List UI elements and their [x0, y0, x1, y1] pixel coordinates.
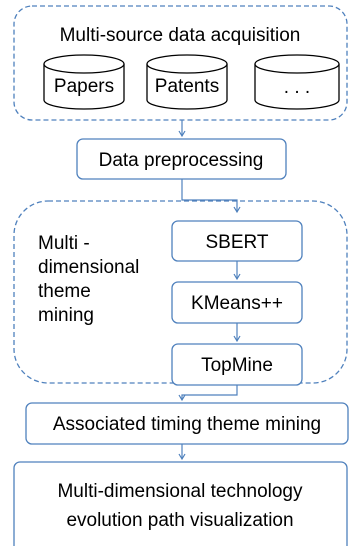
patents-source-cylinder: Patents [146, 54, 228, 110]
kmeans-label: KMeans++ [191, 293, 283, 314]
sbert-label: SBERT [205, 232, 268, 253]
theme-mining-label-line-2: dimensional [38, 257, 139, 278]
arrow-topmine-to-timing [178, 385, 238, 402]
more-sources-label: . . . [284, 77, 310, 98]
visualization-label-line-2: evolution path visualization [66, 510, 293, 531]
patents-label: Patents [155, 76, 219, 97]
arrow-preprocessing-to-sbert [181, 179, 241, 214]
timing-box [25, 402, 349, 445]
theme-mining-label-line-4: mining [38, 305, 94, 326]
acquisition-title: Multi-source data acquisition [60, 25, 301, 46]
preprocessing-label: Data preprocessing [99, 150, 264, 171]
timing-label: Associated timing theme mining [53, 414, 321, 435]
theme-mining-label-line-1: Multi - [38, 233, 90, 254]
papers-source-cylinder: Papers [43, 54, 125, 110]
theme-mining-label-line-3: theme [38, 281, 91, 302]
papers-label: Papers [54, 76, 114, 97]
visualization-label-line-1: Multi-dimensional technology [57, 481, 303, 502]
visualization-box [13, 461, 348, 546]
theme-mining-label: Multi - dimensional theme mining [38, 233, 139, 326]
acquisition-group-box [13, 5, 348, 121]
topmine-label: TopMine [201, 355, 273, 376]
more-sources-cylinder: . . . [254, 54, 340, 110]
